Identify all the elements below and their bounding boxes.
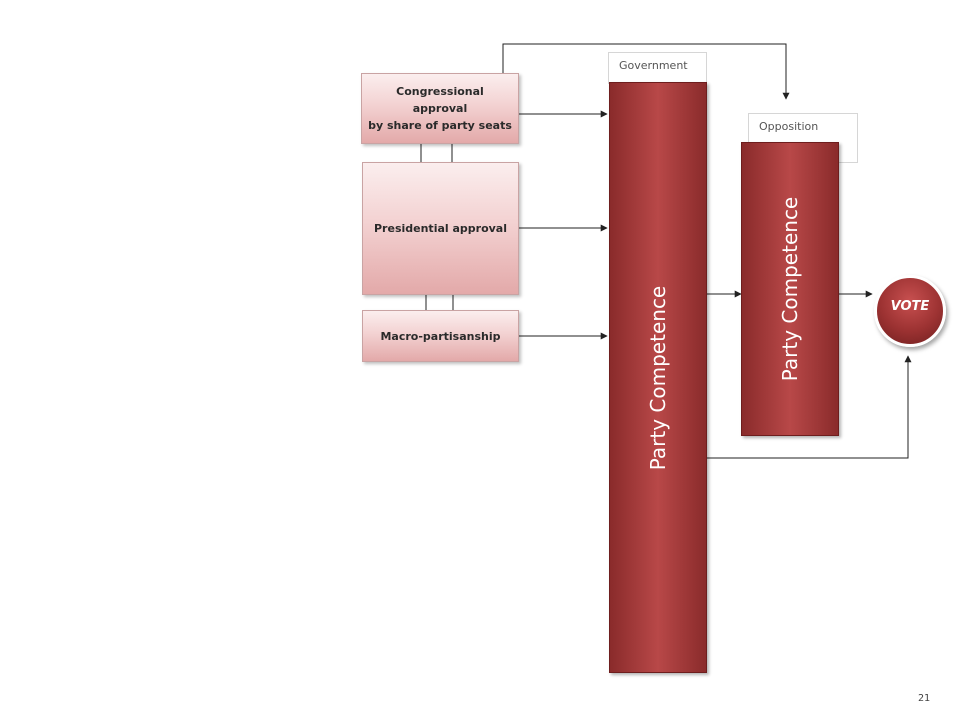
arrow-congressional-to-opposition (502, 43, 790, 100)
government-competence-label: Party Competence (646, 285, 670, 470)
opposition-title: Opposition (759, 120, 819, 133)
opposition-competence-bar: Party Competence (741, 142, 839, 436)
macro-partisanship-label: Macro-partisanship (380, 329, 501, 343)
congressional-approval-box: Congressional approval by share of party… (361, 73, 519, 144)
congressional-approval-label: Congressional approval by share of party… (368, 85, 512, 132)
presidential-approval-box: Presidential approval (362, 162, 519, 295)
government-title: Government (619, 59, 688, 72)
opposition-competence-label: Party Competence (778, 196, 802, 382)
macro-partisanship-box: Macro-partisanship (362, 310, 519, 362)
page-number: 21 (917, 693, 930, 704)
arrow-government-to-vote (707, 355, 912, 459)
presidential-approval-label: Presidential approval (374, 222, 507, 235)
government-competence-bar: Party Competence (609, 82, 707, 673)
vote-label: VOTE (890, 298, 930, 314)
government-label-box: Government (608, 52, 707, 84)
vote-node: VOTE (874, 275, 946, 347)
